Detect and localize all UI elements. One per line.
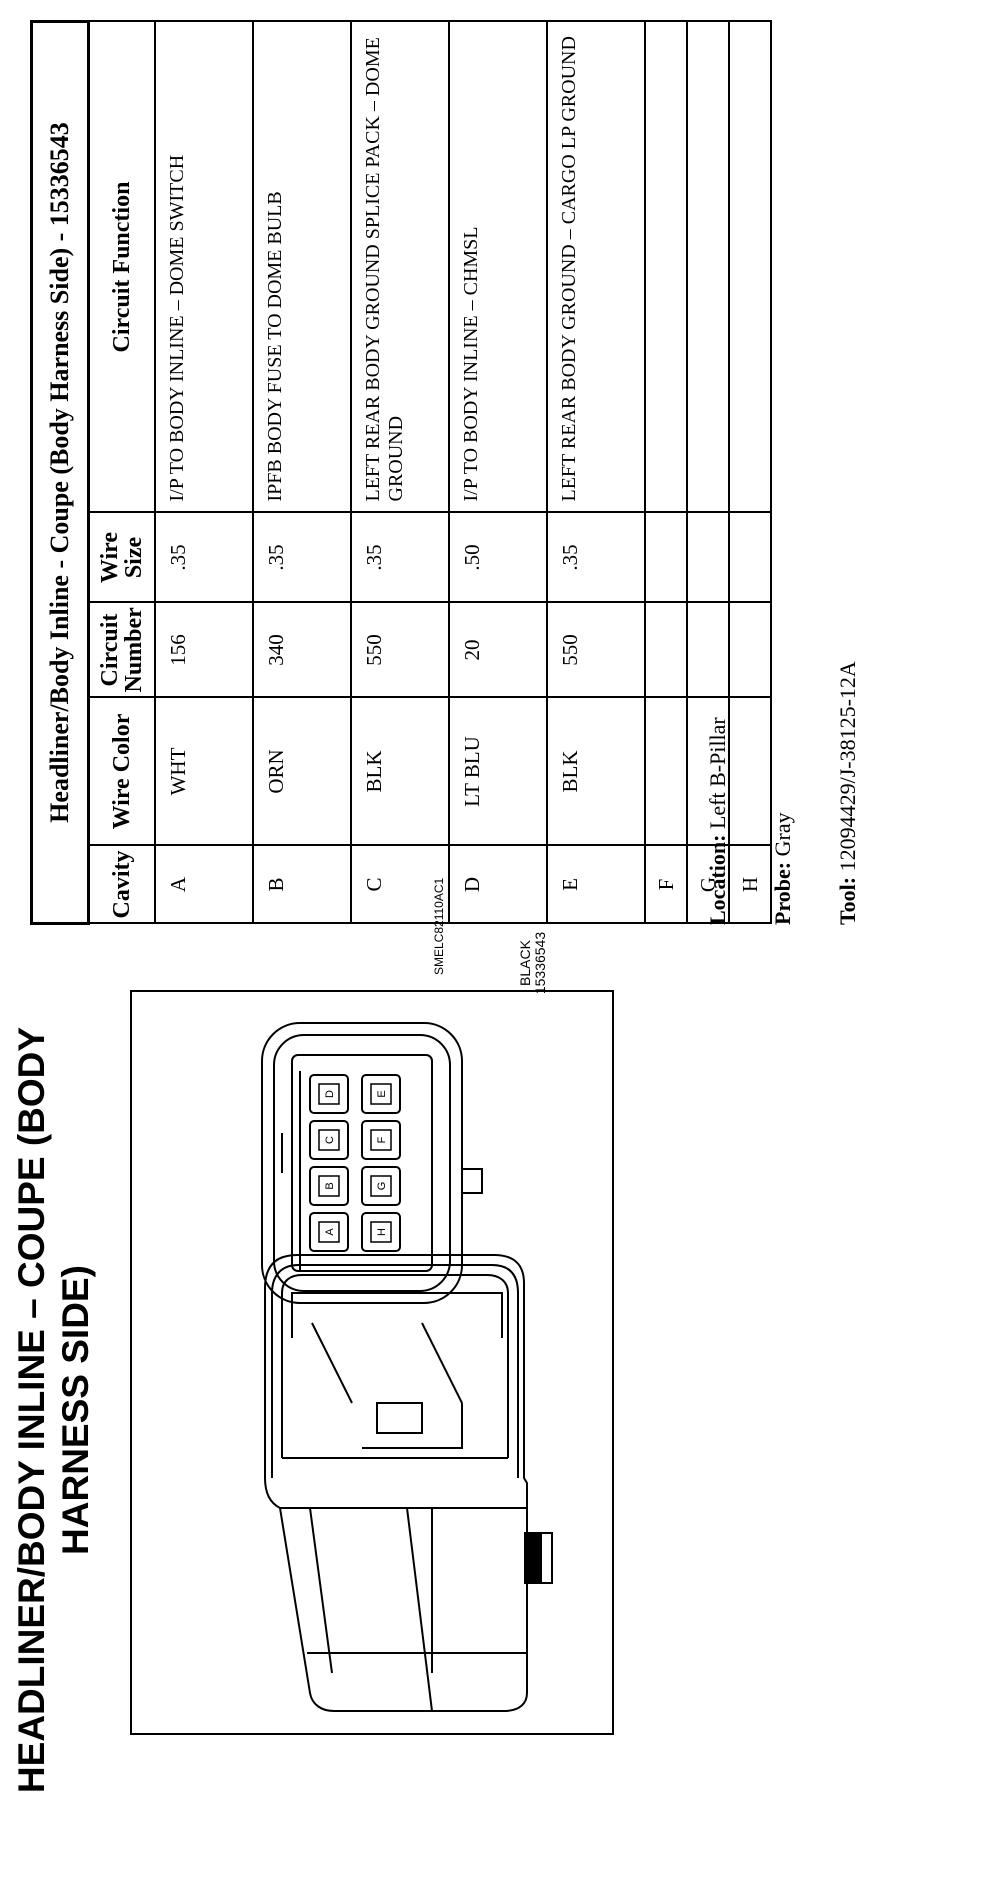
location-label: Location: [705,834,730,925]
connector-face-drawing [261,1022,483,1304]
pin-cavity-h [361,1212,401,1252]
pin-cavity-f [361,1120,401,1160]
wire-size-cell: .35 [253,512,351,603]
wire-size-cell [645,512,687,603]
pin-terminal-a [318,1221,340,1243]
circuit-number-cell: 20 [449,602,547,698]
circuit-function-cell: I/P TO BODY INLINE – CHMSL [449,21,547,513]
header-wire-size: Wire Size [88,512,155,603]
pin-terminal-h [370,1221,392,1243]
table-header-row: Cavity Wire Color Circuit Number Wire Si… [88,21,155,924]
header-cavity: Cavity [88,845,155,924]
location-line: Location: Left B-Pillar [705,717,731,925]
circuit-function-cell [729,21,771,513]
table-row: F [645,21,687,924]
table-row: D LT BLU 20 .50 I/P TO BODY INLINE – CHM… [449,21,547,924]
pin-label-f: F [376,1136,388,1143]
cavity-cell: E [547,845,645,924]
tool-label: Tool: [835,876,860,925]
wire-color-cell: LT BLU [449,697,547,846]
circuit-function-cell: LEFT REAR BODY GROUND – CARGO LP GROUND [547,21,645,513]
circuit-number-cell: 550 [547,602,645,698]
header-circuit-number: Circuit Number [88,602,155,698]
wire-color-cell: WHT [155,697,253,846]
wire-size-cell: .35 [547,512,645,603]
pin-grid: A B C D H G F E [309,1074,401,1252]
wire-size-cell: .50 [449,512,547,603]
page-title-line-2: HARNESS SIDE) [55,1265,96,1555]
cavity-cell: H [729,845,771,924]
pin-terminal-f [370,1129,392,1151]
connector-housing-drawing [264,1254,553,1712]
table-row: C BLK 550 .35 LEFT REAR BODY GROUND SPLI… [351,21,449,924]
cavity-cell: A [155,845,253,924]
pin-label-b: B [324,1182,336,1189]
circuit-number-cell: 156 [155,602,253,698]
table-row: A WHT 156 .35 I/P TO BODY INLINE – DOME … [155,21,253,924]
pin-terminal-g [370,1175,392,1197]
circuit-number-cell: 340 [253,602,351,698]
circuit-number-cell [645,602,687,698]
wire-size-cell [687,512,729,603]
pin-label-e: E [376,1090,388,1097]
probe-value: Gray [770,812,795,857]
table-row: E BLK 550 .35 LEFT REAR BODY GROUND – CA… [547,21,645,924]
table-row: B ORN 340 .35 IPFB BODY FUSE TO DOME BUL… [253,21,351,924]
pin-terminal-c [318,1129,340,1151]
pin-label-g: G [376,1182,388,1191]
probe-label: Probe: [770,861,795,925]
pin-cavity-d [309,1074,349,1114]
circuit-function-cell [687,21,729,513]
wire-size-cell [729,512,771,603]
pin-terminal-d [318,1083,340,1105]
connector-table: Headliner/Body Inline - Coupe (Body Harn… [30,20,772,925]
pin-cavity-c [309,1120,349,1160]
cavity-cell: D [449,845,547,924]
circuit-number-cell: 550 [351,602,449,698]
circuit-number-cell [729,602,771,698]
pin-label-a: A [324,1228,336,1236]
wire-color-cell: ORN [253,697,351,846]
probe-line: Probe: Gray [770,812,796,925]
pin-label-d: D [324,1090,336,1098]
page-title-line-1: HEADLINER/BODY INLINE – COUPE (BODY [11,1026,52,1794]
cavity-cell: B [253,845,351,924]
wire-color-cell: BLK [351,697,449,846]
wire-size-cell: .35 [155,512,253,603]
pin-cavity-a [309,1212,349,1252]
wire-color-cell [645,697,687,846]
pin-terminal-b [318,1175,340,1197]
circuit-function-cell: LEFT REAR BODY GROUND SPLICE PACK – DOME… [351,21,449,513]
page-title: HEADLINER/BODY INLINE – COUPE (BODY HARN… [10,960,98,1860]
pin-cavity-e [361,1074,401,1114]
header-circuit-function: Circuit Function [88,21,155,513]
pin-cavity-b [309,1166,349,1206]
wire-color-cell: BLK [547,697,645,846]
circuit-function-cell: IPFB BODY FUSE TO DOME BULB [253,21,351,513]
table-row: H [729,21,771,924]
housing-latch-mark [524,1533,542,1583]
pin-label-h: H [376,1228,388,1236]
wire-size-cell: .35 [351,512,449,603]
circuit-function-cell [645,21,687,513]
table-caption: Headliner/Body Inline - Coupe (Body Harn… [31,21,89,924]
cavity-cell: C [351,845,449,924]
cavity-cell: F [645,845,687,924]
wire-color-cell [729,697,771,846]
pin-terminal-e [370,1083,392,1105]
header-wire-color: Wire Color [88,697,155,846]
tool-line: Tool: 12094429/J-38125-12A [835,661,861,925]
circuit-number-cell [687,602,729,698]
connector-illustration: A B C D H G F E [261,1022,553,1712]
tool-value: 12094429/J-38125-12A [835,661,860,872]
circuit-function-cell: I/P TO BODY INLINE – DOME SWITCH [155,21,253,513]
pin-cavity-g [361,1166,401,1206]
pin-label-c: C [324,1136,336,1144]
location-value: Left B-Pillar [705,717,730,830]
